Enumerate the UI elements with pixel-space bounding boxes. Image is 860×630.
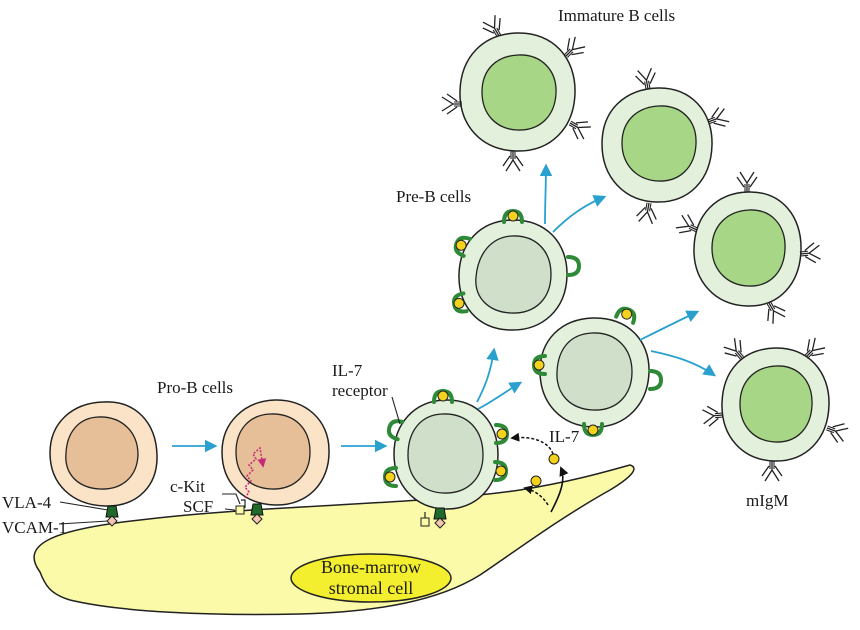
label-vla4: VLA-4 <box>2 493 52 512</box>
immature-b-cell-2 <box>601 66 731 226</box>
stromal-cell-label-line2: stromal cell <box>329 578 413 598</box>
pro-b-cell-1 <box>49 401 158 527</box>
arrow-pre-to-immature-4 <box>650 350 717 377</box>
vla4-receptor <box>433 507 447 520</box>
immature-b-nucleus <box>621 105 697 182</box>
free-il7-molecules <box>530 453 560 487</box>
il7-receptor-bound <box>383 466 398 488</box>
label-scf: SCF <box>183 497 213 516</box>
arrow-pre-to-immature-2 <box>552 195 607 233</box>
pre-b-nucleus <box>556 332 633 411</box>
pre-b-nucleus <box>475 235 552 314</box>
arrow-pre-to-immature-3 <box>639 310 700 341</box>
migm-antibody <box>701 404 725 428</box>
stromal-cell-nucleus <box>290 553 452 603</box>
migm-antibody <box>441 93 463 115</box>
il7-receptor <box>648 369 663 391</box>
vla4-receptor <box>250 503 264 516</box>
il7-receptor <box>566 255 581 277</box>
signal-arrow <box>243 446 267 499</box>
stromal-cell-label-line1: Bone-marrow <box>321 557 421 577</box>
il7-secretion-arrows <box>510 432 569 513</box>
immature-b-nucleus <box>481 54 557 131</box>
immature-b-cell-3 <box>673 171 822 326</box>
vcam1-ligand <box>106 515 118 527</box>
pro-b-cell-2 <box>221 399 330 525</box>
immature-b-nucleus <box>711 209 786 287</box>
arrow-pre-to-pre-lower <box>477 381 523 410</box>
pre-b-nucleus <box>407 413 484 494</box>
label-pro-b-cells: Pro-B cells <box>157 378 233 397</box>
label-c-kit: c-Kit <box>170 477 205 496</box>
label-il7: IL-7 <box>549 427 580 446</box>
development-arrows <box>172 163 717 453</box>
arrow-pre-to-immature-1 <box>539 163 553 225</box>
arrow-pre-to-pre-upper <box>476 347 499 403</box>
pro-b-nucleus <box>235 413 311 490</box>
vcam1-ligand <box>251 513 263 525</box>
scf-ligand <box>235 505 245 515</box>
vla4-receptor <box>105 505 119 518</box>
pre-b-cell-bound <box>383 389 509 529</box>
migm-antibody <box>634 66 659 92</box>
label-immature-b-cells: Immature B cells <box>558 6 675 25</box>
stromal-cell: Bone-marrow stromal cell <box>33 464 635 616</box>
pre-b-cell-upper <box>450 209 581 331</box>
label-migm: mIgM <box>746 491 789 510</box>
migm-antibody <box>635 200 660 226</box>
immature-b-cell-4 <box>701 335 850 482</box>
pro-b-nucleus <box>65 416 139 490</box>
migm-antibody <box>798 241 822 265</box>
immature-b-nucleus <box>739 365 813 443</box>
il7-receptor-bound <box>494 423 509 445</box>
leader-lines <box>58 396 401 525</box>
vcam1-ligand <box>434 517 446 529</box>
label-vcam1: VCAM-1 <box>2 518 67 537</box>
label-il7-receptor-line2: receptor <box>332 381 388 400</box>
migm-antibody <box>502 150 524 172</box>
migm-antibody <box>761 460 783 482</box>
immature-b-cell-1 <box>441 13 593 172</box>
stromal-cell-body <box>33 464 635 616</box>
pre-b-cell-lower <box>532 304 663 437</box>
label-il7-receptor-line1: IL-7 <box>332 361 363 380</box>
migm-antibody <box>736 171 758 193</box>
migm-antibody <box>822 417 850 445</box>
label-pre-b-cells: Pre-B cells <box>396 187 471 206</box>
c-kit-receptor <box>241 499 246 508</box>
scf-ligand <box>420 517 430 527</box>
il7-receptor-bound <box>614 304 639 325</box>
